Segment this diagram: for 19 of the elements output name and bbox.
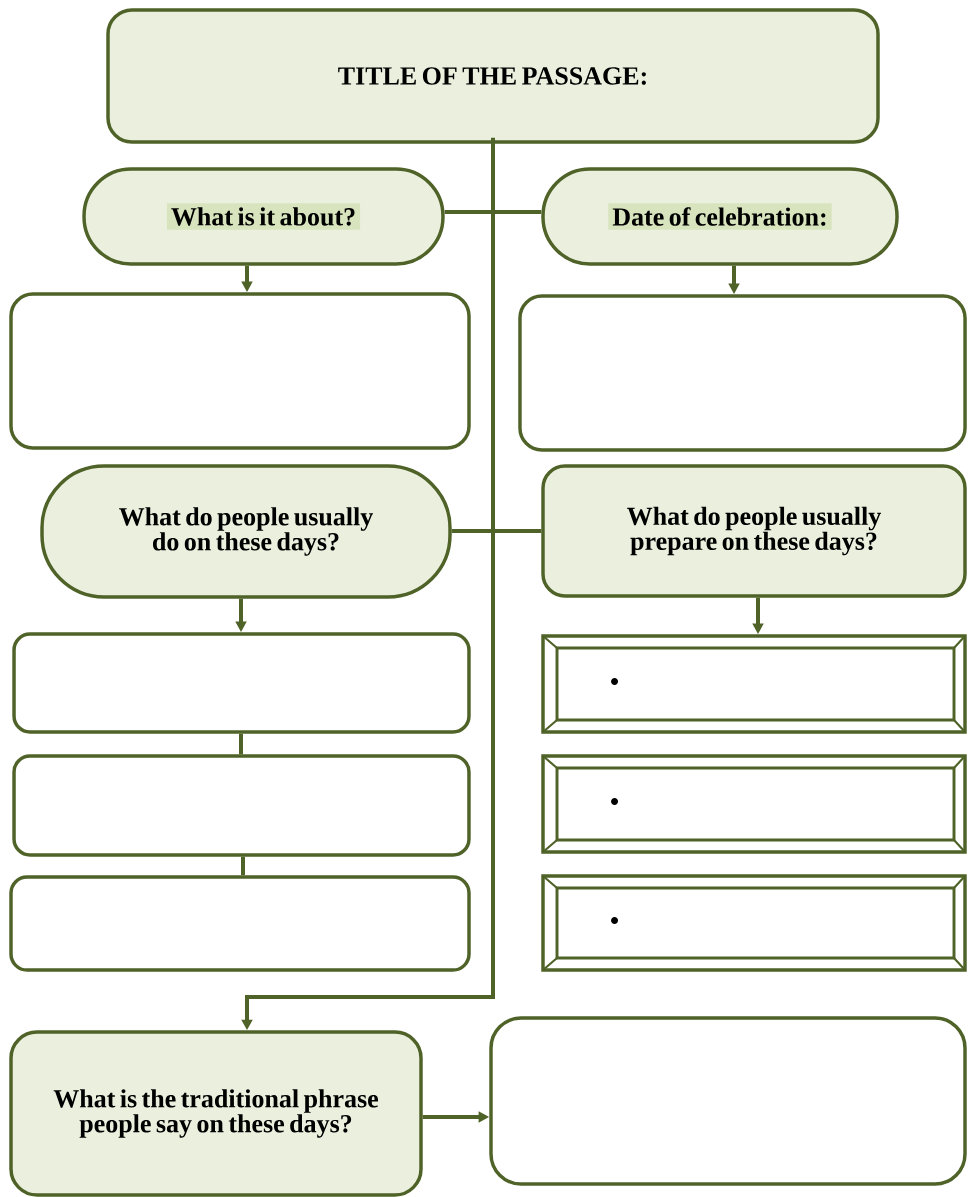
answer-box xyxy=(12,754,471,857)
title-box: TITLE OF THE PASSAGE: xyxy=(106,8,880,144)
answer-box xyxy=(9,875,471,972)
answer-box xyxy=(518,294,967,452)
connector xyxy=(239,733,243,755)
bullet-box: • xyxy=(541,874,967,972)
question-pill: Date of celebration: xyxy=(541,167,899,266)
question-pill: What do people usually do on these days? xyxy=(40,464,452,599)
connector xyxy=(444,210,542,214)
bullet-box: • xyxy=(541,754,967,854)
question-box: What do people usually prepare on these days? xyxy=(541,464,967,598)
connector xyxy=(451,529,542,533)
question-pill: What is it about? xyxy=(82,167,445,266)
question-box: What is the traditional phrase people say on these days? xyxy=(9,1030,423,1197)
bullet-box: • xyxy=(541,634,967,734)
answer-box xyxy=(9,292,471,450)
answer-box xyxy=(12,632,471,734)
answer-box xyxy=(489,1016,967,1186)
connector xyxy=(241,856,245,876)
